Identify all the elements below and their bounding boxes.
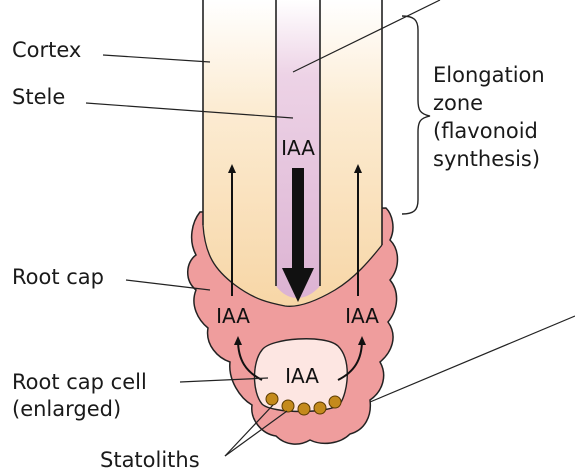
- label-stele: Stele: [12, 85, 65, 109]
- label-statoliths: Statoliths: [100, 448, 200, 472]
- label-root-cap-cell-2: (enlarged): [12, 397, 121, 421]
- statolith: [329, 396, 341, 408]
- statolith: [282, 400, 294, 412]
- iaa-label-cell: IAA: [285, 364, 319, 388]
- label-elongation-4: synthesis): [433, 147, 540, 171]
- leader-cortex: [103, 55, 210, 62]
- label-elongation-1: Elongation: [433, 63, 545, 87]
- iaa-label-stele: IAA: [281, 136, 315, 160]
- iaa-label-right: IAA: [345, 304, 379, 328]
- label-elongation-2: zone: [433, 91, 483, 115]
- label-cortex: Cortex: [12, 38, 81, 62]
- iaa-label-left: IAA: [216, 304, 250, 328]
- elongation-zone-brace: [402, 16, 430, 214]
- label-root-cap: Root cap: [12, 265, 104, 289]
- statolith: [298, 403, 310, 415]
- label-elongation-3: (flavonoid: [433, 119, 538, 143]
- statolith: [266, 393, 278, 405]
- leader-bottom-right: [370, 316, 575, 402]
- statolith: [314, 402, 326, 414]
- label-root-cap-cell-1: Root cap cell: [12, 370, 147, 394]
